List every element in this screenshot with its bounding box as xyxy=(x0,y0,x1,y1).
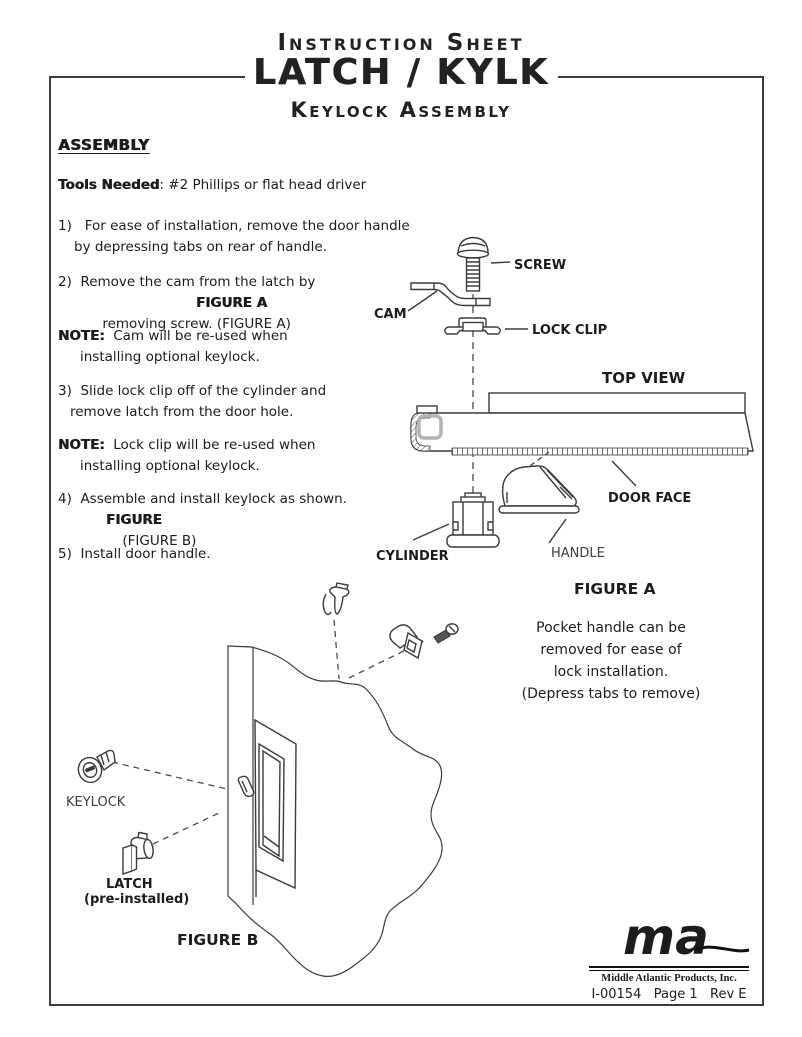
tools-text: : #2 Phillips or flat head driver xyxy=(159,177,367,193)
cam-label: CAM xyxy=(374,307,407,322)
latch-dashed-line xyxy=(152,812,220,845)
lock-clip-small-drawing xyxy=(322,582,350,616)
cam-pointer-line xyxy=(407,290,438,312)
figure-a-caption: FIGURE A xyxy=(574,580,656,598)
keylock-hole-inner-line xyxy=(241,780,248,793)
top-view-label: TOP VIEW xyxy=(602,369,686,387)
screw-small-shank xyxy=(433,629,451,644)
step-4-line2: (FIGURE B) FIGURE xyxy=(58,510,347,549)
middle-atlantic-logo: ma xyxy=(623,908,750,966)
step-2-line1: 2) Remove the cam from the latch by xyxy=(58,274,316,290)
latch-label: LATCH xyxy=(106,877,153,892)
logo-rule-thin xyxy=(589,970,749,971)
step-5-line1: 5) Install door handle. xyxy=(58,546,211,562)
border-right xyxy=(762,76,764,1006)
tools-label: Tools Needed xyxy=(58,177,160,193)
door-hinge-tab xyxy=(416,405,438,414)
key-slot xyxy=(85,765,95,773)
screw-label: SCREW xyxy=(514,258,566,273)
pocket-note-line2: removed for ease of xyxy=(540,642,682,658)
doc-title-model: LATCH / KYLK xyxy=(252,52,550,93)
keylock-label: KEYLOCK xyxy=(66,795,126,810)
step-3-line1: 3) Slide lock clip off of the cylinder a… xyxy=(58,383,327,399)
door-pocket-recess xyxy=(488,392,746,414)
step-3: 3) Slide lock clip off of the cylinder a… xyxy=(58,381,326,423)
cylinder-pointer-line xyxy=(412,523,450,541)
note-2: NOTE: Lock clip will be re-used when ins… xyxy=(58,435,315,477)
handle-grip-line xyxy=(263,835,280,848)
doc-title-line1: Instruction Sheet xyxy=(277,30,525,56)
assembly-heading-text: ASSEMBLY xyxy=(58,136,150,154)
border-top-right xyxy=(558,76,764,78)
door-top-view-drawing xyxy=(410,392,754,456)
door-body xyxy=(410,412,754,452)
lock-clip-dashed-line xyxy=(333,619,340,680)
company-name: Middle Atlantic Products, Inc. xyxy=(601,973,737,984)
logo-rule-thick xyxy=(589,966,749,968)
handle-pointer-line xyxy=(548,518,567,544)
cam-drawing xyxy=(410,282,491,307)
tools-needed-line: Tools Needed: #2 Phillips or flat head d… xyxy=(58,175,366,196)
footer-logo-block: ma Middle Atlantic Products, Inc. I-0015… xyxy=(583,908,755,1002)
doc-title-line3: Keylock Assembly xyxy=(290,98,512,122)
step-2: 2) Remove the cam from the latch by remo… xyxy=(58,272,316,332)
logo-swash xyxy=(695,945,750,953)
step-3-line2: remove latch from the door hole. xyxy=(70,404,294,420)
handle-drawing xyxy=(498,465,580,514)
keylock-drawing xyxy=(77,749,116,784)
border-top-left xyxy=(49,76,245,78)
pocket-note-line1: Pocket handle can be xyxy=(536,620,686,636)
door-panel-drawing xyxy=(227,645,443,977)
pocket-handle-note: Pocket handle can be removed for ease of… xyxy=(495,617,727,705)
figure-a-diagram: SCREW CAM LOCK CLIP TOP VIEW xyxy=(374,236,754,598)
screw-pointer-line xyxy=(490,261,511,264)
handle-recess-inner xyxy=(262,749,281,858)
step-4-figure-ref-overlay: FIGURE xyxy=(106,512,162,528)
step-2-figure-ref-overlay: FIGURE A xyxy=(196,295,268,311)
doc-number-line: I-00154 Page 1 Rev E xyxy=(591,987,747,1002)
border-left xyxy=(49,76,51,1006)
note-1-line2: installing optional keylock. xyxy=(80,349,260,365)
cam-screw-small-drawing xyxy=(389,623,459,660)
lock-clip-drawing xyxy=(444,317,501,335)
latch-hole-gray-square xyxy=(417,414,443,440)
pocket-note-line4: (Depress tabs to remove) xyxy=(521,686,701,702)
door-bottom-tick-strip xyxy=(451,447,749,456)
step-1-line2: by depressing tabs on rear of handle. xyxy=(74,239,327,255)
step-1: 1) For ease of installation, remove the … xyxy=(58,216,410,258)
lock-clip-label: LOCK CLIP xyxy=(532,323,607,338)
cylinder-drawing xyxy=(446,492,500,548)
step-1-line1: 1) For ease of installation, remove the … xyxy=(58,218,410,234)
step-5: 5) Install door handle. xyxy=(58,544,211,565)
note-1-label: NOTE: xyxy=(58,328,105,344)
step-4-line2-text: (FIGURE B) xyxy=(122,533,197,549)
screw-drawing xyxy=(456,236,490,292)
screw-threads xyxy=(466,261,480,287)
latch-drawing xyxy=(122,831,154,875)
figure-b-diagram: KEYLOCK LATCH (pre-installed) FIGURE B xyxy=(66,582,459,977)
note-2-line2: installing optional keylock. xyxy=(80,458,260,474)
handle-label: HANDLE xyxy=(551,546,605,561)
cylinder-label: CYLINDER xyxy=(376,549,449,564)
note-1: NOTE: Cam will be re-used when installin… xyxy=(58,326,288,368)
latch-sublabel: (pre-installed) xyxy=(84,892,189,907)
border-bottom xyxy=(49,1004,764,1006)
door-face-pointer-line xyxy=(611,460,637,487)
step-4: 4) Assemble and install keylock as shown… xyxy=(58,489,348,549)
note-2-line1: Lock clip will be re-used when xyxy=(104,437,316,453)
note-2-label: NOTE: xyxy=(58,437,105,453)
step-4-line1: 4) Assemble and install keylock as shown… xyxy=(58,491,348,507)
note-1-line1: Cam will be re-used when xyxy=(104,328,288,344)
step-2-line2-text: removing screw. (FIGURE A) xyxy=(102,316,291,332)
door-face-label: DOOR FACE xyxy=(608,491,691,506)
logo-ma-script: ma xyxy=(623,908,709,966)
assembly-heading: ASSEMBLY xyxy=(58,136,149,154)
cam-dashed-line xyxy=(348,638,429,679)
keylock-dashed-line xyxy=(111,761,228,790)
figure-b-caption: FIGURE B xyxy=(177,931,258,949)
pocket-note-line3: lock installation. xyxy=(553,664,669,680)
step-2-line2: removing screw. (FIGURE A) FIGURE A xyxy=(58,293,315,332)
